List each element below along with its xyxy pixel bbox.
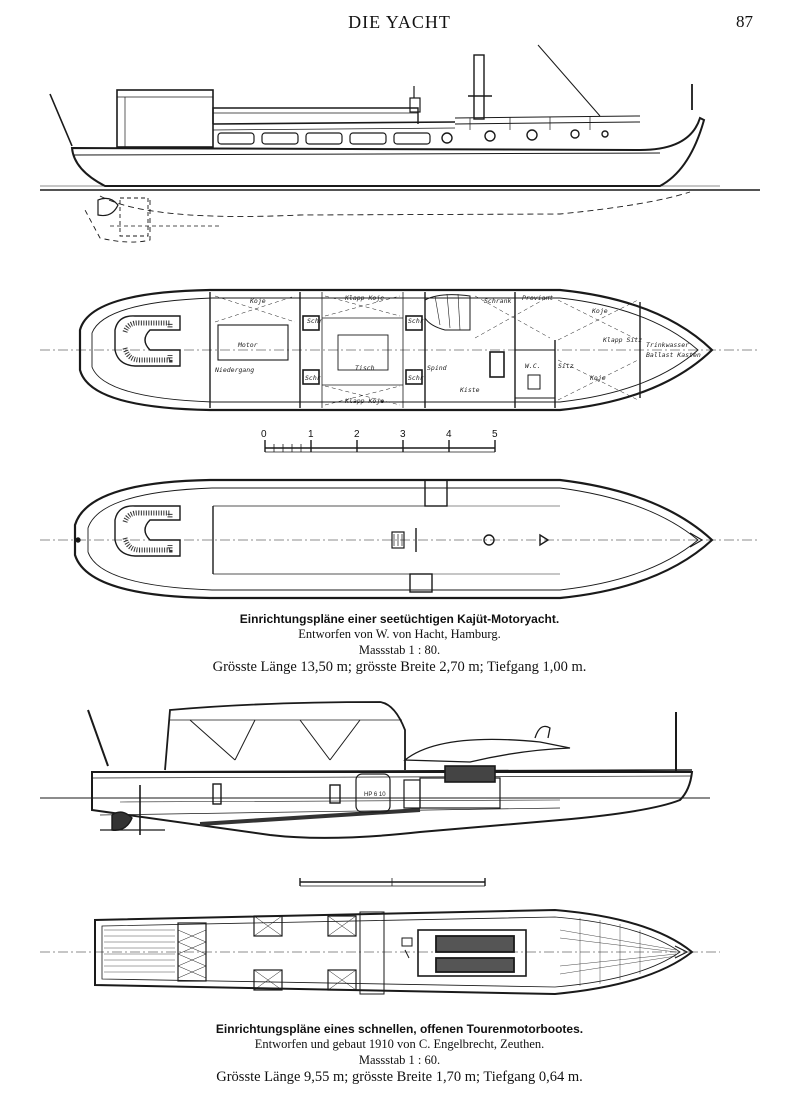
label-spind: Spind (427, 364, 447, 372)
page-number: 87 (736, 12, 753, 31)
motoryacht-deck-plan (40, 478, 760, 600)
label-schr-2: Schr (408, 317, 424, 325)
label-schr-4: Schr (408, 374, 424, 382)
figure-2-caption-title: Einrichtungspläne eines schnellen, offen… (215, 1022, 584, 1036)
figure-2-drawings: HP 6 10 (40, 701, 720, 996)
label-klapp-koje-bottom: Klapp Koje (344, 397, 384, 405)
figure-1-caption-dimensions: Grösste Länge 13,50 m; grösste Breite 2,… (212, 659, 587, 676)
scale-tick-3: 3 (400, 429, 406, 440)
figure-1-caption-title: Einrichtungspläne einer seetüchtigen Kaj… (239, 612, 560, 626)
label-wc: W.C. (525, 362, 541, 370)
label-kojen: Koje (591, 307, 608, 315)
scale-tick-2: 2 (354, 429, 360, 440)
scale-tick-1: 1 (308, 429, 314, 440)
label-schr-3: Schr (305, 374, 321, 382)
scale-tick-5: 5 (492, 429, 498, 440)
motoryacht-side-elevation (40, 44, 760, 243)
tourenboot-deck-plan (40, 908, 720, 996)
scale-tick-4: 4 (446, 429, 452, 440)
scale-bar-1-80 (264, 440, 496, 453)
label-schrank: Schrank (484, 297, 511, 305)
plate-label: HP 6 10 (364, 792, 386, 798)
label-tisch: Tisch (355, 364, 375, 372)
label-motor: Motor (237, 341, 258, 349)
motoryacht-plan-labels: Koje Klapp Koje Schr Schr Schrank Provia… (214, 294, 701, 405)
figure-2-caption-dimensions: Grösste Länge 9,55 m; grösste Breite 1,7… (216, 1069, 583, 1086)
label-klapp-sitz: Klapp Sitz (602, 336, 642, 344)
scale-tick-0: 0 (261, 429, 267, 440)
label-schr-1: Schr (307, 317, 323, 325)
label-klapp-koje-top: Klapp Koje (344, 294, 384, 302)
motoryacht-interior-plan (40, 288, 760, 412)
label-trinkwasser: Trinkwasser (646, 341, 689, 349)
figure-1-caption-scale: Massstab 1 : 80. (358, 642, 441, 657)
running-header: DIE YACHT (348, 12, 451, 32)
tourenboot-side-elevation (40, 701, 710, 839)
label-koje: Koje (249, 297, 266, 305)
label-niedergang: Niedergang (214, 366, 254, 374)
scale-bar-1-60 (299, 878, 486, 887)
figure-1-caption-designer: Entworfen von W. von Hacht, Hamburg. (298, 627, 501, 641)
figure-2-caption-designer: Entworfen und gebaut 1910 von C. Engelbr… (254, 1037, 545, 1051)
label-koje-2: Koje (589, 374, 606, 382)
figure-2-caption-scale: Massstab 1 : 60. (358, 1052, 441, 1067)
label-ballast: Ballast Kasten (646, 351, 701, 359)
figure-1-drawings: Koje Klapp Koje Schr Schr Schrank Provia… (40, 44, 760, 600)
label-kiste: Kiste (459, 386, 480, 394)
label-proviant: Proviant (522, 294, 553, 302)
label-sitz: Sitz (558, 362, 574, 370)
